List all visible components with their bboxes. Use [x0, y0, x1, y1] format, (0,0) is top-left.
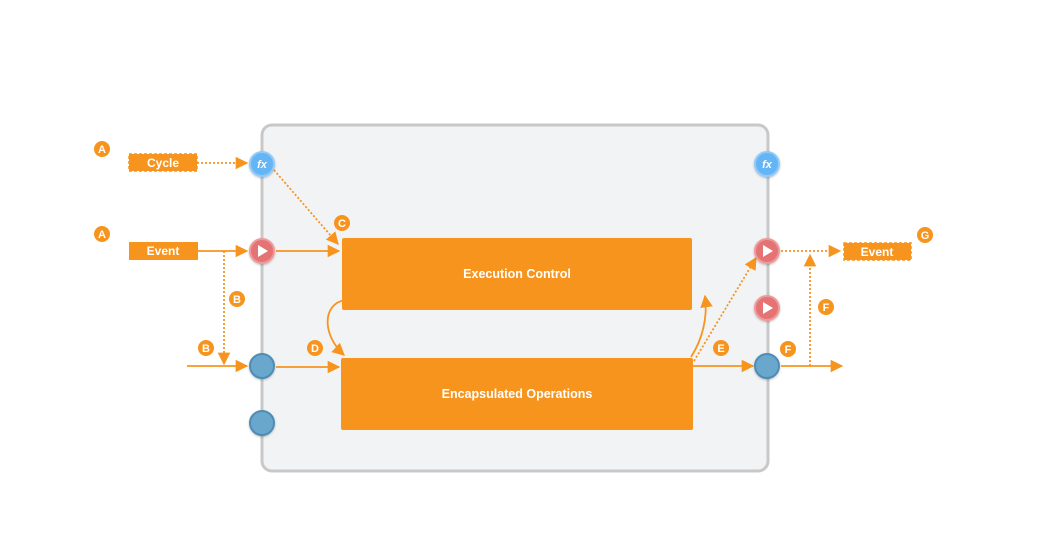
svg-text:A: A [98, 229, 106, 241]
data-output-port[interactable] [754, 353, 780, 379]
event-output-label: Event [861, 245, 894, 259]
execution-to-operations-curve [326, 299, 346, 356]
connections [187, 156, 844, 374]
svg-text:B: B [233, 294, 241, 306]
event-input[interactable]: Event [129, 242, 198, 260]
data-input-port[interactable] [249, 353, 275, 379]
event-input-port[interactable] [249, 238, 275, 264]
svg-text:D: D [311, 343, 319, 355]
operations-to-execution-curve [690, 294, 713, 358]
badge-f-vertical: F [818, 299, 834, 315]
encapsulated-operations-label: Encapsulated Operations [442, 387, 593, 401]
svg-text:A: A [98, 144, 106, 156]
svg-text:E: E [717, 343, 724, 355]
badge-f-port: F [780, 341, 796, 357]
fx-icon: fx [762, 159, 773, 171]
execution-control-block[interactable]: Execution Control [342, 238, 692, 310]
play-icon [258, 245, 268, 257]
svg-text:G: G [921, 230, 930, 242]
badge-a-cycle: A [94, 141, 110, 157]
encapsulated-operations-block[interactable]: Encapsulated Operations [341, 358, 693, 430]
svg-text:F: F [785, 344, 792, 356]
badge-g: G [917, 227, 933, 243]
badge-b-horizontal: B [198, 340, 214, 356]
event-output-port[interactable] [754, 238, 780, 264]
operations-to-event-out-connection [693, 256, 757, 362]
cycle-input-label: Cycle [147, 156, 179, 170]
fx-output-port[interactable]: fx [754, 151, 780, 177]
event-output[interactable]: Event [843, 242, 912, 261]
event-input-label: Event [147, 244, 180, 258]
badge-e: E [713, 340, 729, 356]
badge-c: C [334, 215, 350, 231]
badge-a-event: A [94, 226, 110, 242]
cycle-input[interactable]: Cycle [128, 153, 198, 172]
play-icon [763, 302, 773, 314]
fx-to-execution-connection [273, 169, 339, 245]
fx-icon: fx [257, 159, 268, 171]
play-icon [763, 245, 773, 257]
badge-d: D [307, 340, 323, 356]
svg-text:F: F [823, 302, 830, 314]
svg-text:C: C [338, 218, 346, 230]
execution-control-label: Execution Control [463, 267, 571, 281]
badge-b-vertical: B [229, 291, 245, 307]
data-input-port-2[interactable] [249, 410, 275, 436]
event-output-port-2[interactable] [754, 295, 780, 321]
fx-input-port[interactable]: fx [249, 151, 275, 177]
svg-text:B: B [202, 343, 210, 355]
